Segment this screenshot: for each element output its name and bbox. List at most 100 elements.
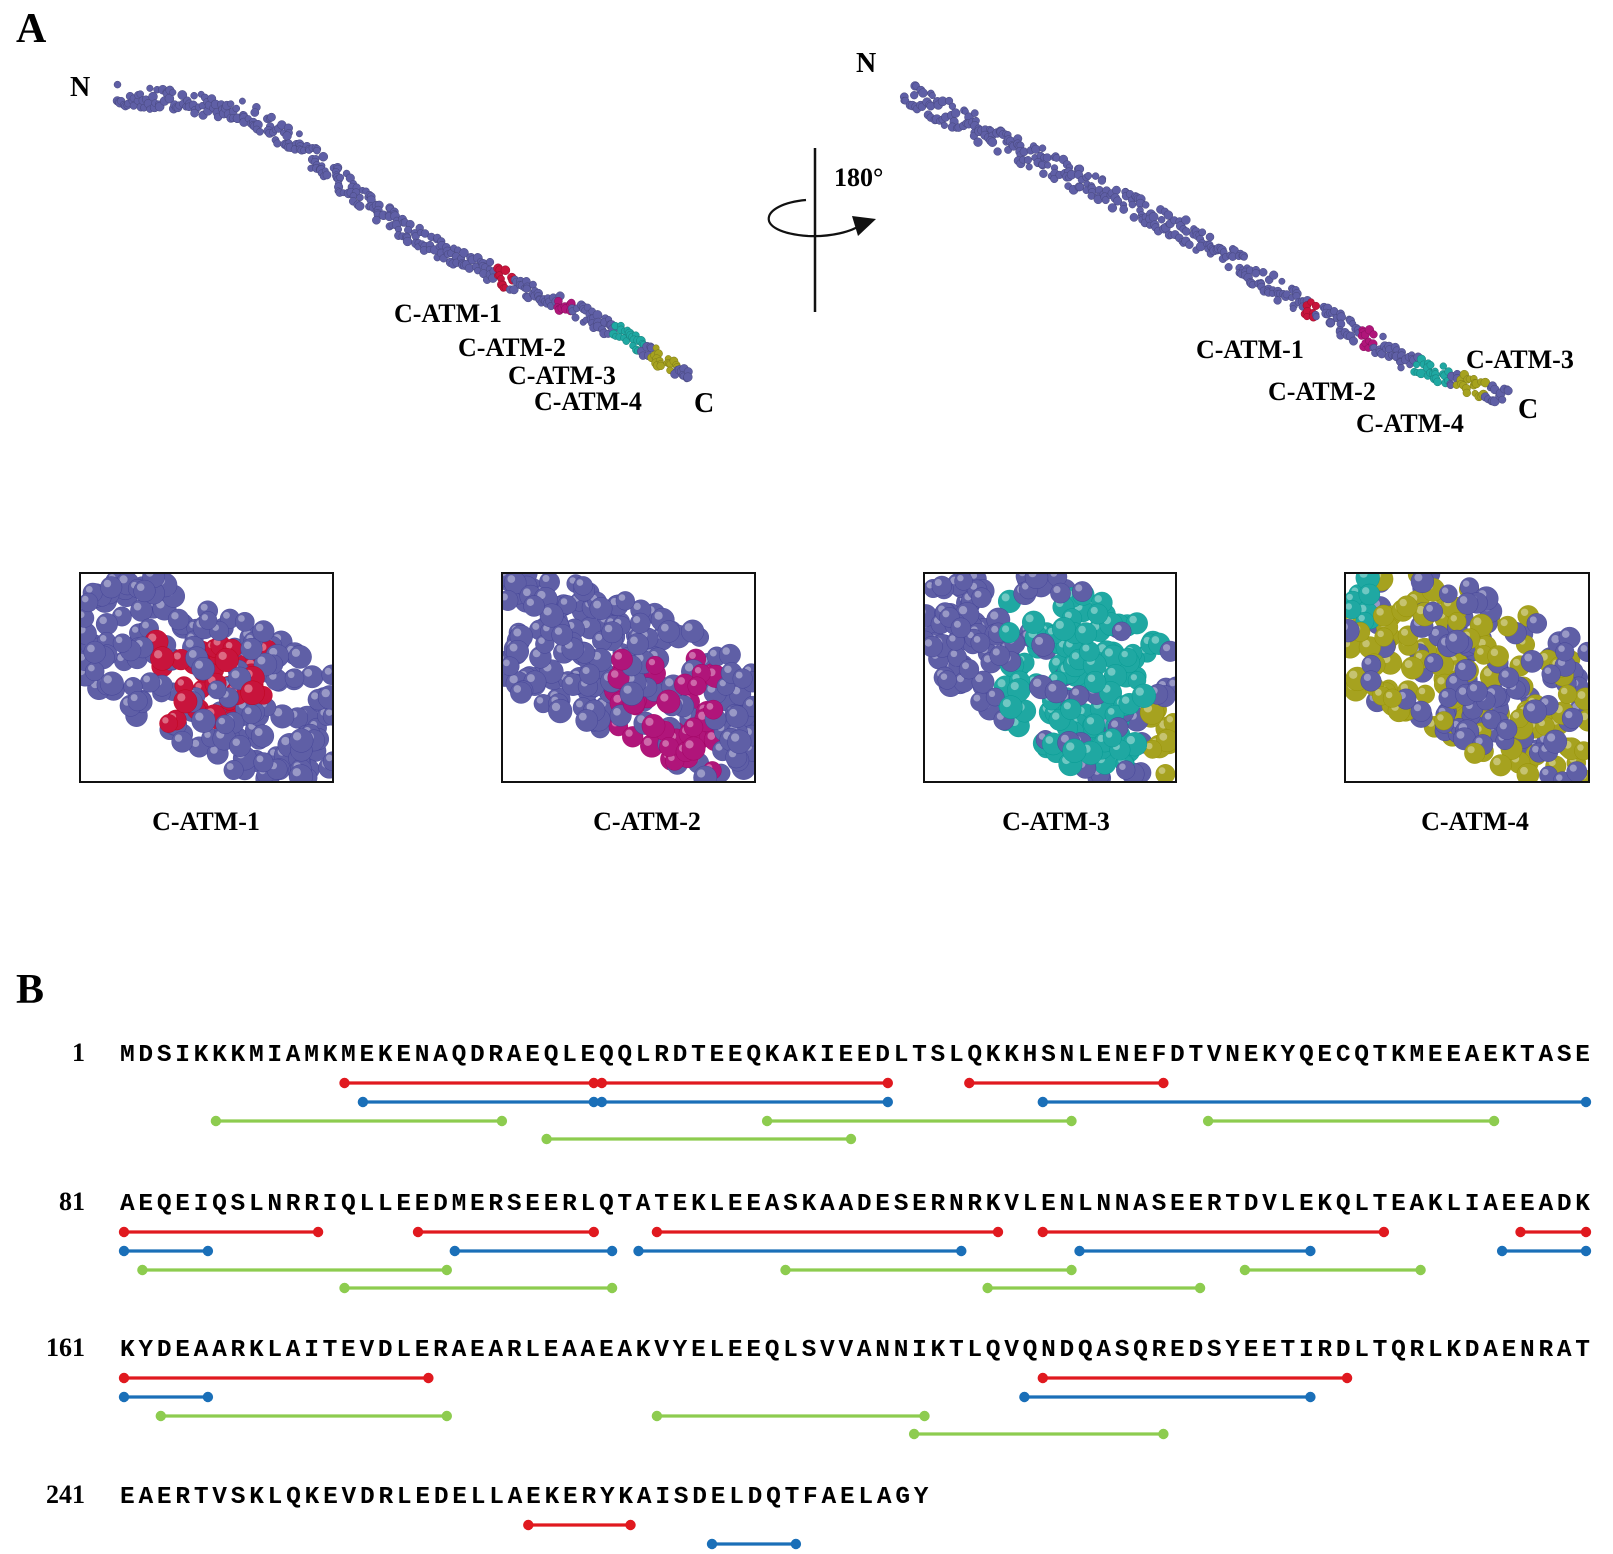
atom-sphere-highlight xyxy=(132,626,139,633)
atom-sphere-highlight xyxy=(1475,737,1483,745)
atom-sphere xyxy=(1119,205,1129,214)
atom-sphere-highlight xyxy=(177,693,186,702)
atom-sphere-highlight xyxy=(238,615,245,622)
atom-sphere-highlight xyxy=(661,623,669,632)
atom-sphere-highlight xyxy=(292,768,301,777)
atom-sphere-highlight xyxy=(1119,763,1126,771)
left-protein-chain xyxy=(112,80,693,383)
atom-sphere xyxy=(1031,633,1055,657)
atom-sphere xyxy=(998,622,1020,644)
atom-sphere-highlight xyxy=(532,622,540,630)
atom-sphere xyxy=(355,201,365,211)
peptide-segment-end-dot xyxy=(588,1096,599,1108)
atom-sphere xyxy=(1097,176,1107,185)
atom-sphere xyxy=(1349,336,1358,346)
atom-sphere-highlight xyxy=(1418,687,1426,695)
right-protein-chain xyxy=(899,81,1513,407)
right-c-atm-3-label: C-ATM-3 xyxy=(1466,345,1574,374)
atom-sphere-highlight xyxy=(698,711,707,720)
atom-sphere-highlight xyxy=(291,648,300,657)
peptide-segment-red xyxy=(1515,1226,1592,1238)
atom-sphere-highlight xyxy=(1345,603,1352,610)
peptide-segment-start-dot xyxy=(1515,1226,1526,1238)
atom-sphere xyxy=(1345,619,1360,643)
atom-sphere-highlight xyxy=(1010,681,1019,691)
peptide-segment-end-dot xyxy=(882,1096,893,1108)
atom-sphere-highlight xyxy=(119,575,128,584)
atom-sphere-highlight xyxy=(1459,596,1468,604)
atom-sphere-highlight xyxy=(724,665,732,673)
atom-sphere-highlight xyxy=(1362,639,1370,648)
atom-sphere-highlight xyxy=(191,739,200,748)
atom-sphere-highlight xyxy=(730,733,740,742)
atom-sphere xyxy=(1311,301,1320,310)
atom-sphere-highlight xyxy=(1107,707,1115,715)
peptide-segment-red xyxy=(1037,1372,1353,1384)
atom-sphere-highlight xyxy=(1001,625,1010,633)
atom-sphere xyxy=(693,765,718,782)
atom-sphere xyxy=(1182,227,1191,236)
atom-sphere-highlight xyxy=(975,674,984,683)
atom-sphere xyxy=(190,91,198,100)
atom-sphere xyxy=(198,611,218,630)
atom-sphere-highlight xyxy=(1375,689,1382,696)
atom-sphere xyxy=(950,617,972,638)
atom-sphere-highlight xyxy=(80,625,86,634)
atom-sphere xyxy=(420,229,430,238)
peptide-segment-end-dot xyxy=(1580,1245,1592,1257)
atom-sphere xyxy=(719,643,741,666)
atom-sphere-highlight xyxy=(243,641,252,649)
peptide-segment-start-dot xyxy=(1037,1372,1049,1384)
atom-sphere-highlight xyxy=(630,636,638,645)
atom-sphere-highlight xyxy=(81,595,89,603)
peptide-segment-red xyxy=(523,1519,636,1531)
atom-sphere-highlight xyxy=(697,769,706,778)
atom-sphere xyxy=(1424,653,1444,673)
atom-sphere-highlight xyxy=(244,707,252,715)
sequence-row-start-number: 241 xyxy=(46,1480,85,1509)
atom-sphere-highlight xyxy=(509,643,518,652)
atom-sphere-highlight xyxy=(1075,584,1083,592)
atom-sphere-highlight xyxy=(88,664,95,672)
peptide-segment-red xyxy=(651,1226,1004,1238)
atom-sphere-highlight xyxy=(613,708,621,716)
peptide-segment-start-dot xyxy=(541,1133,552,1145)
peptide-segment-end-dot xyxy=(423,1372,434,1384)
atom-sphere-highlight xyxy=(595,633,603,641)
atom-sphere-highlight xyxy=(255,623,264,632)
atom-sphere-highlight xyxy=(1414,573,1423,582)
atom-sphere-highlight xyxy=(1416,605,1425,615)
atom-sphere-highlight xyxy=(1107,667,1116,676)
peptide-segment-green xyxy=(982,1282,1206,1294)
atom-sphere xyxy=(1358,583,1381,606)
atom-sphere xyxy=(1074,622,1097,645)
atom-sphere-highlight xyxy=(926,581,934,589)
atom-sphere xyxy=(100,576,123,599)
atom-sphere xyxy=(615,591,635,611)
atom-sphere-highlight xyxy=(973,694,981,702)
peptide-segment-green xyxy=(339,1282,618,1294)
peptide-segment-start-dot xyxy=(780,1264,791,1276)
atom-sphere-highlight xyxy=(1500,619,1508,627)
atom-sphere xyxy=(289,728,314,753)
peptide-segment-start-dot xyxy=(339,1282,350,1294)
atom-sphere-highlight xyxy=(950,650,958,658)
atom-sphere-highlight xyxy=(684,623,693,632)
peptide-segment-green xyxy=(1239,1264,1426,1276)
atom-sphere xyxy=(159,714,178,733)
atom-sphere xyxy=(1489,754,1512,777)
atom-sphere xyxy=(313,146,321,155)
inset-c-atm-2-spheres xyxy=(495,570,755,782)
peptide-segment-start-dot xyxy=(210,1115,222,1127)
peptide-segment-end-dot xyxy=(1194,1282,1206,1294)
atom-sphere xyxy=(970,632,991,653)
atom-sphere-highlight xyxy=(495,570,502,577)
atom-sphere-highlight xyxy=(694,666,702,674)
peptide-segment-start-dot xyxy=(1037,1096,1049,1108)
atom-sphere-highlight xyxy=(719,679,726,687)
atom-sphere-highlight xyxy=(1551,635,1560,644)
atom-sphere xyxy=(150,646,175,671)
atom-sphere-highlight xyxy=(633,616,641,624)
